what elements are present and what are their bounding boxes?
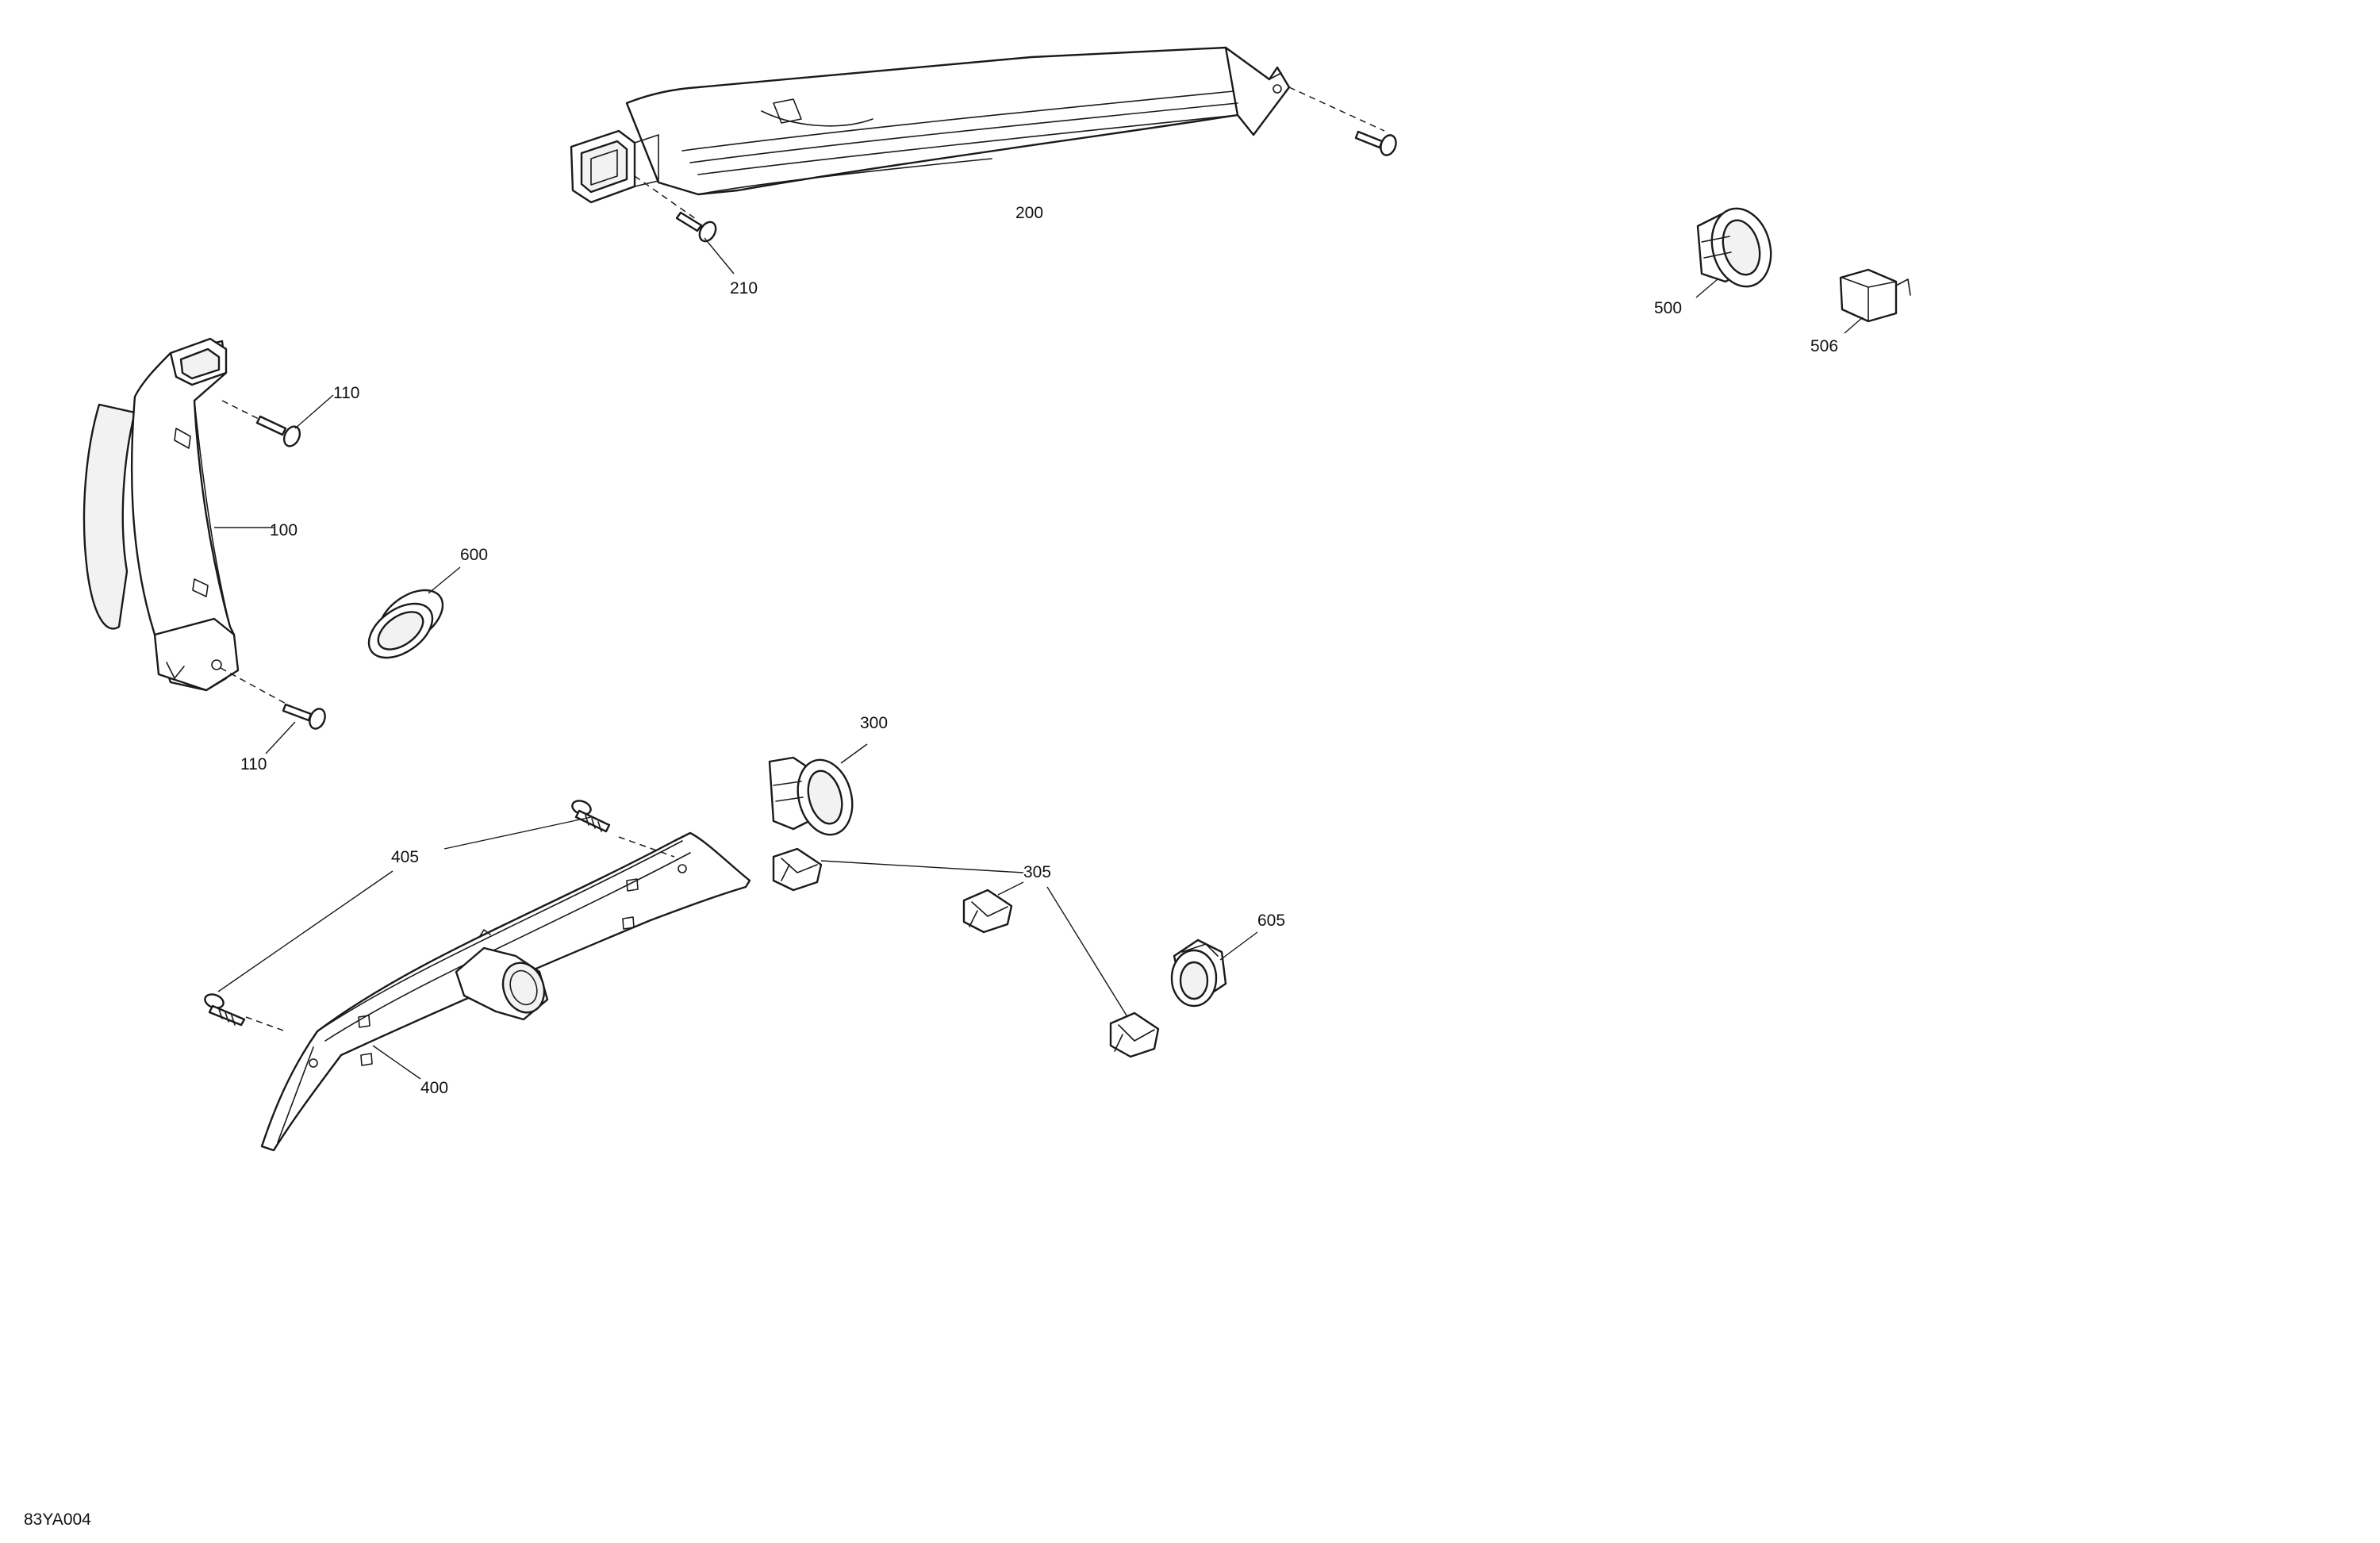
callout-500: 500 — [1654, 299, 1682, 317]
part-200-upper-duct[interactable] — [570, 46, 1291, 204]
part-210-screw[interactable] — [634, 175, 735, 274]
part-110-screw-bottom[interactable] — [220, 667, 328, 754]
part-200-screw-right[interactable] — [1288, 86, 1399, 157]
callout-405: 405 — [391, 848, 419, 866]
part-400-lower-panel[interactable] — [260, 831, 751, 1152]
callout-305: 305 — [1023, 863, 1051, 881]
callout-300: 300 — [860, 714, 888, 732]
callout-600: 600 — [460, 546, 488, 564]
part-305-clip-3[interactable] — [1109, 1011, 1160, 1058]
part-600-grommet[interactable] — [359, 566, 461, 669]
callout-200: 200 — [1015, 204, 1043, 222]
part-110-screw-top[interactable] — [221, 394, 334, 449]
part-506-clip[interactable] — [1839, 268, 1911, 334]
part-305-leaders — [820, 860, 1127, 1016]
part-405-screw-top[interactable] — [443, 798, 675, 858]
callout-110-bottom: 110 — [240, 755, 267, 773]
callout-100: 100 — [270, 521, 298, 539]
callout-110-top: 110 — [333, 384, 359, 402]
part-500-oval-connector[interactable] — [1695, 202, 1779, 298]
part-300-oval-connector[interactable] — [768, 743, 868, 841]
callout-210: 210 — [730, 279, 758, 297]
part-305-clip-1[interactable] — [772, 847, 823, 892]
drawing-reference-code: 83YA004 — [24, 1510, 91, 1529]
part-605-clamp[interactable] — [1170, 931, 1258, 1008]
callout-605: 605 — [1257, 912, 1285, 930]
callout-400: 400 — [420, 1079, 448, 1097]
part-100-side-duct[interactable] — [83, 337, 274, 692]
part-405-screw-bottom[interactable] — [203, 870, 393, 1032]
callout-506: 506 — [1810, 337, 1838, 355]
part-305-clip-2[interactable] — [962, 889, 1013, 934]
